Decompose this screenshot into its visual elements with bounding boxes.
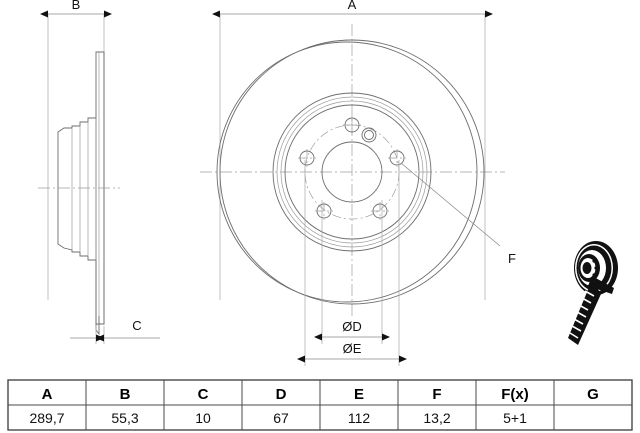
bolt-holes [298,116,406,220]
table-cell: 67 [273,410,289,426]
table-cell: 5+1 [503,410,527,426]
table-cell: 55,3 [111,410,138,426]
hat-circle-4 [284,104,420,240]
dimension-pcd-label: ØE [343,341,362,356]
rotor-outer-circle [219,39,485,305]
table-header-row: A B C D E F F(x) G [42,386,599,403]
callout-f-label: F [508,251,516,266]
hat-circle-3 [280,100,424,244]
rotor-outer-circle-rear [216,41,478,303]
table-cell: 289,7 [29,410,64,426]
dimension-table: A B C D E F F(x) G 289,7 55,3 10 67 112 … [7,379,633,431]
table-header-cell: C [198,386,209,403]
table-header-cell: E [354,386,364,403]
dimension-c: C [70,318,160,344]
dimension-bore-label: ØD [342,319,362,334]
product-photo-icon [568,241,618,345]
bolt-hole [298,149,316,167]
extra-locating-hole [361,127,377,143]
table-header-cell: F(x) [501,386,529,403]
face-view: A [200,0,516,366]
table-header-cell: D [276,386,287,403]
callout-f: F [400,162,516,266]
table-value-row: 289,7 55,3 10 67 112 13,2 5+1 [29,410,527,426]
table-header-cell: B [120,386,131,403]
dimension-a-label: A [348,0,357,12]
table-cell: 13,2 [423,410,450,426]
disc-section-profile [57,51,105,336]
bolt-hole [371,202,389,220]
dimension-bore-d: ØD [314,200,390,344]
dimension-c-label: C [132,318,141,333]
hat-outer-circle [272,92,432,252]
table-header-cell: G [587,386,599,403]
table-header-cell: A [42,386,53,403]
table-cell: 112 [348,410,371,426]
side-section-view: B [38,0,160,344]
table-header-cell: F [432,386,441,403]
hat-circle-2 [276,96,428,248]
dimension-b-label: B [72,0,81,12]
center-bore-circle [321,141,383,203]
bolt-hole [343,116,361,134]
dimension-pcd-e: ØE [297,160,407,366]
bolt-hole [315,202,333,220]
bolt-hole [388,149,406,167]
dimension-a: A [212,0,493,300]
table-cell: 10 [195,410,211,426]
